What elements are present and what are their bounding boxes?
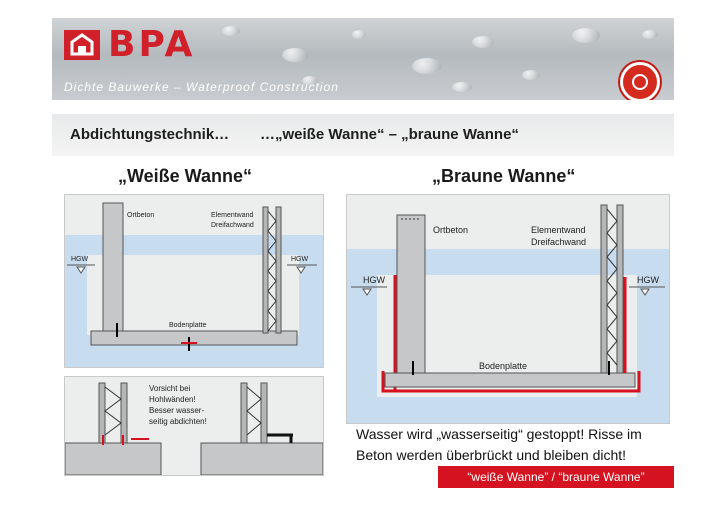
braune-elementwand-label: Elementwand	[531, 225, 586, 235]
weisse-bodenplatte-label: Bodenplatte	[169, 322, 206, 329]
weisse-hgw-right: HGW	[291, 256, 309, 263]
note-line-1: Vorsicht bei	[149, 384, 191, 393]
caption-line-1: Wasser wird „wasserseitig“ gestoppt! Ris…	[356, 426, 642, 442]
slide-heading-bar: Abdichtungstechnik… …„weiße Wanne“ – „br…	[52, 114, 674, 156]
note-line-4: seitig abdichten!	[149, 417, 207, 426]
weisse-ortbeton-label: Ortbeton	[127, 212, 154, 219]
weisse-wanne-title: „Weiße Wanne“	[118, 166, 253, 186]
braune-bodenplatte-label: Bodenplatte	[479, 361, 527, 371]
braune-wanne-diagram: Ortbeton Elementwand Dreifachwand HGW HG…	[346, 194, 670, 424]
braune-wanne-title: „Braune Wanne“	[432, 166, 576, 186]
note-line-3: Besser wasser-	[149, 406, 204, 415]
header-banner: BPA Dichte Bauwerke – Waterproof Constru…	[52, 18, 674, 100]
braune-ortbeton-label: Ortbeton	[433, 225, 468, 235]
weisse-hgw-left: HGW	[71, 256, 89, 263]
caption-line-2: Beton werden überbrückt und bleiben dich…	[356, 447, 627, 463]
braune-hgw-right: HGW	[637, 275, 660, 285]
weisse-elementwand-label: Elementwand	[211, 212, 254, 219]
note-line-2: Hohlwänden!	[149, 395, 196, 404]
tagline: Dichte Bauwerke – Waterproof Constructio…	[64, 80, 339, 94]
target-badge-icon	[620, 62, 660, 100]
logo-icon	[64, 30, 100, 60]
heading-left: Abdichtungstechnik…	[70, 126, 230, 143]
braune-dreifachwand-label: Dreifachwand	[531, 237, 586, 247]
hohlwand-detail-diagram: Vorsicht bei Hohlwänden! Besser wasser- …	[64, 376, 324, 476]
brand-logo: BPA	[108, 24, 196, 65]
weisse-dreifachwand-label: Dreifachwand	[211, 222, 254, 229]
braune-hgw-left: HGW	[363, 275, 386, 285]
caption-text: Wasser wird „wasserseitig“ gestoppt! Ris…	[356, 424, 676, 466]
heading-right: …„weiße Wanne“ – „braune Wanne“	[260, 126, 519, 143]
weisse-wanne-diagram: Ortbeton Elementwand Dreifachwand HGW HG…	[64, 194, 324, 368]
caption-label-badge: “weiße Wanne” / “braune Wanne”	[438, 466, 674, 488]
